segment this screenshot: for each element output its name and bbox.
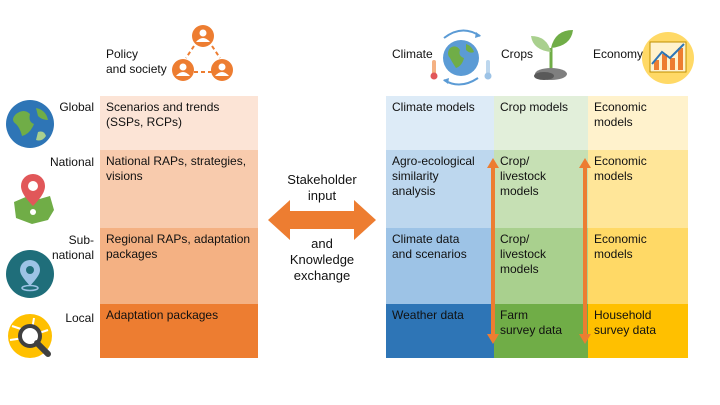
header-economy: Economy [593, 47, 644, 61]
policy-cell-national: National RAPs, strategies, visions [100, 150, 258, 228]
climate-cell-subnational: Climate data and scenarios [386, 228, 494, 304]
header-policy: Policy and society [106, 47, 167, 76]
vertical-arrow-crops [487, 158, 499, 344]
climate-cell-local: Weather data [386, 304, 494, 358]
double-arrow-icon [268, 200, 376, 240]
people-network-icon [172, 25, 233, 81]
center-text-top: Stakeholder input [287, 172, 357, 203]
vertical-arrow-economy [579, 158, 591, 344]
center-text-bottom: and Knowledge exchange [289, 236, 355, 283]
level-label-national: National [49, 155, 94, 169]
economy-cell-local: Household survey data [588, 304, 688, 358]
crops-cell-subnational: Crop/ livestock models [494, 228, 588, 304]
policy-cell-global: Scenarios and trends (SSPs, RCPs) [100, 96, 258, 150]
header-climate: Climate [392, 47, 433, 61]
economy-cell-subnational: Economic models [588, 228, 688, 304]
climate-cell-national: Agro-ecological similarity analysis [386, 150, 494, 228]
location-pin-icon [6, 250, 54, 298]
seedling-icon [531, 30, 573, 80]
map-pin-icon [14, 174, 54, 224]
crops-cell-global: Crop models [494, 96, 588, 150]
level-label-global: Global [59, 100, 94, 114]
economy-cell-national: Economic models [588, 150, 688, 228]
policy-cell-local: Adaptation packages [100, 304, 258, 358]
policy-cell-subnational: Regional RAPs, adaptation packages [100, 228, 258, 304]
globe-icon [6, 100, 54, 148]
magnifier-icon [8, 314, 52, 358]
crops-cell-national: Crop/ livestock models [494, 150, 588, 228]
crops-cell-local: Farm survey data [494, 304, 588, 358]
growth-chart-icon [642, 32, 694, 84]
header-crops: Crops [501, 47, 534, 61]
level-label-local: Local [65, 311, 94, 325]
level-label-subnational: Sub- national [51, 233, 94, 262]
economy-cell-global: Economic models [588, 96, 688, 150]
climate-globe-icon [430, 29, 492, 86]
climate-cell-global: Climate models [386, 96, 494, 150]
